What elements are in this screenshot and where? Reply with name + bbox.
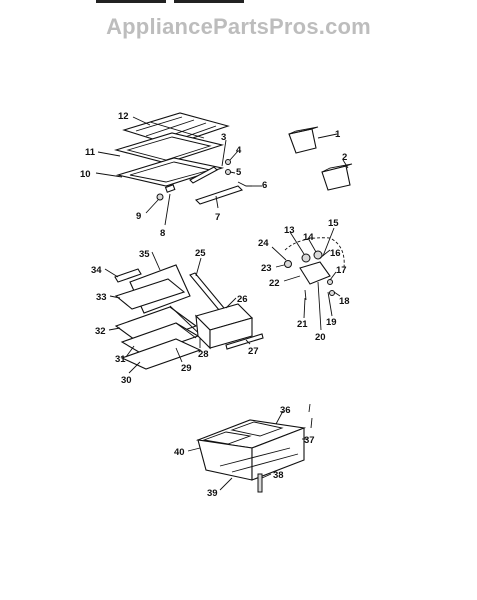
callout-24: 24 — [258, 238, 269, 249]
part-22-housing — [299, 261, 331, 285]
callout-4: 4 — [236, 145, 242, 156]
callout-37: 37 — [304, 435, 315, 446]
part-10-glass-shelf — [115, 157, 225, 187]
callout-22: 22 — [269, 278, 280, 289]
callout-8: 8 — [160, 228, 165, 239]
part-9-clip — [156, 193, 164, 201]
callout-17: 17 — [336, 265, 347, 276]
callout-20: 20 — [315, 332, 326, 343]
part-33-frame — [114, 278, 186, 310]
callout-35: 35 — [139, 249, 150, 260]
part-30-glass — [120, 338, 202, 370]
callout-26: 26 — [237, 294, 248, 305]
callout-6: 6 — [262, 180, 267, 191]
callout-14: 14 — [303, 232, 314, 243]
callout-19: 19 — [326, 317, 337, 328]
callout-36: 36 — [280, 405, 291, 416]
callout-28: 28 — [198, 349, 209, 360]
callout-29: 29 — [181, 363, 192, 374]
callout-12: 12 — [118, 111, 129, 122]
part-4-screw — [225, 159, 231, 165]
lower-shelf-assembly — [114, 264, 264, 370]
callout-3: 3 — [221, 132, 226, 143]
callout-5: 5 — [236, 167, 242, 178]
callout-30: 30 — [121, 375, 132, 386]
part-23-knob — [284, 260, 292, 268]
callout-labels: 1 2 3 4 5 6 7 8 9 10 11 12 13 14 15 16 1… — [80, 111, 350, 499]
callout-39: 39 — [207, 488, 218, 499]
part-13-knob — [301, 253, 311, 263]
part-38-hinge — [257, 473, 263, 493]
part-14-knob — [313, 250, 323, 260]
callout-38: 38 — [273, 470, 284, 481]
part-18-screw — [329, 290, 335, 296]
callout-34: 34 — [91, 265, 102, 276]
callout-13: 13 — [284, 225, 295, 236]
callout-7: 7 — [215, 212, 220, 223]
part-3-rail-upper — [189, 166, 218, 184]
upper-shelf-assembly — [113, 112, 252, 205]
part-6-hook — [237, 181, 252, 187]
header-rule — [96, 0, 244, 3]
watermark-text: AppliancePartsPros.com — [106, 14, 371, 39]
part-27-rail — [225, 333, 264, 350]
callout-9: 9 — [136, 211, 141, 222]
callout-11: 11 — [85, 147, 96, 158]
callout-32: 32 — [95, 326, 106, 337]
leader-lines — [95, 116, 349, 491]
part-34-bracket — [114, 268, 142, 283]
part-37-drawer-right — [251, 427, 305, 481]
part-8-support — [164, 184, 176, 193]
callout-2: 2 — [342, 152, 347, 163]
part-17-screw — [327, 279, 333, 285]
callout-31: 31 — [115, 354, 126, 365]
callout-27: 27 — [248, 346, 259, 357]
callout-10: 10 — [80, 169, 91, 180]
part-7-rail — [194, 185, 244, 205]
callout-23: 23 — [261, 263, 272, 274]
callout-33: 33 — [96, 292, 107, 303]
callout-16: 16 — [330, 248, 341, 259]
callout-1: 1 — [335, 129, 341, 140]
crisper-pair-assembly — [195, 403, 313, 493]
door-bins — [288, 126, 353, 191]
callout-40: 40 — [174, 447, 185, 458]
callout-15: 15 — [328, 218, 339, 229]
callout-25: 25 — [195, 248, 206, 259]
part-5-screw — [225, 169, 231, 175]
part-26-crisper-front — [209, 317, 253, 349]
callout-21: 21 — [297, 319, 308, 330]
part-11-shelf-frame — [113, 132, 225, 164]
callout-18: 18 — [339, 296, 350, 307]
